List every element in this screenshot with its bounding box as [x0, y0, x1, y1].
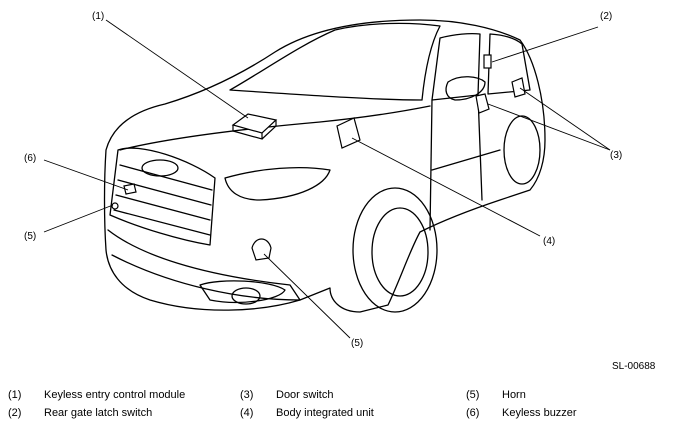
headlight	[224, 167, 331, 201]
legend-item-6: (6) Keyless buzzer	[466, 407, 577, 420]
side-window-rear	[487, 33, 531, 95]
door-switch-part-front	[475, 93, 490, 114]
body-integrated-unit-part	[336, 117, 361, 149]
emblem	[141, 159, 179, 177]
fog-lamp	[231, 287, 261, 305]
door-switch-part-rear	[511, 77, 526, 98]
callout-2: (2)	[600, 11, 613, 22]
leader-line-4	[351, 137, 541, 237]
legend-label: Rear gate latch switch	[44, 407, 153, 419]
car-body-outline	[103, 19, 546, 313]
legend-label: Door switch	[276, 389, 334, 401]
leader-line-1	[105, 19, 249, 119]
leader-line-3a	[487, 103, 611, 151]
legend-number: (3)	[240, 389, 254, 401]
callout-5-lower: (5)	[351, 338, 364, 349]
figure-reference-code: SL-00688	[612, 361, 656, 372]
vehicle-illustration	[43, 19, 611, 339]
legend-label: Horn	[502, 389, 526, 401]
legend-number: (6)	[466, 407, 480, 419]
legend-item-4: (4) Body integrated unit	[240, 407, 374, 420]
callout-1: (1)	[92, 11, 105, 22]
legend-label: Keyless buzzer	[502, 407, 577, 419]
leader-line-2	[491, 26, 599, 63]
legend-item-3: (3) Door switch	[240, 389, 333, 402]
callout-3: (3)	[610, 150, 623, 161]
front-wheel	[352, 187, 438, 313]
legend-item-5: (5) Horn	[466, 389, 526, 402]
leader-line-3b	[519, 87, 611, 151]
legend-number: (4)	[240, 407, 254, 419]
side-mirror	[445, 76, 486, 101]
leader-line-5a	[43, 204, 114, 233]
callout-6: (6)	[24, 153, 37, 164]
side-window-front	[431, 32, 481, 101]
legend-number: (1)	[8, 389, 22, 401]
front-bumper	[107, 229, 301, 301]
leader-line-5b	[263, 253, 351, 339]
rear-gate-latch-switch-part	[483, 54, 492, 69]
legend-label: Keyless entry control module	[44, 389, 186, 401]
legend-label: Body integrated unit	[276, 407, 374, 419]
legend-number: (2)	[8, 407, 22, 419]
windshield	[229, 22, 441, 101]
grille	[109, 147, 216, 246]
legend-item-2: (2) Rear gate latch switch	[8, 407, 152, 420]
leader-line-6	[43, 159, 129, 191]
legend-item-1: (1) Keyless entry control module	[8, 389, 185, 402]
legend-number: (5)	[466, 389, 480, 401]
horn-part	[251, 238, 272, 261]
callout-5-front: (5)	[24, 231, 37, 242]
horn-part-front	[111, 202, 119, 210]
rear-wheel	[503, 115, 541, 185]
hood-crease	[119, 105, 431, 151]
callout-4: (4)	[543, 236, 556, 247]
keyless-buzzer-part	[123, 183, 137, 195]
